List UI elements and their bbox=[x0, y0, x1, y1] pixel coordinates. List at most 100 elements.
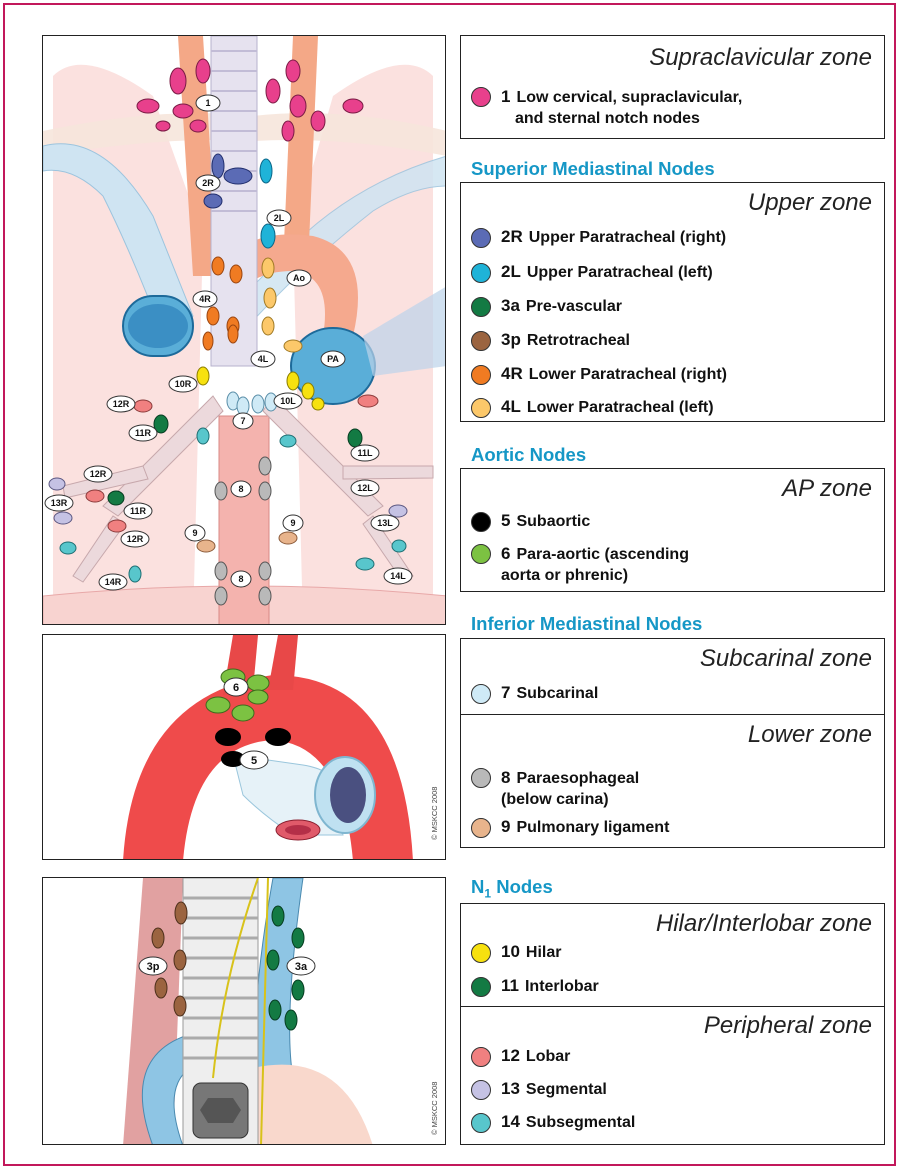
label-8b: 8 bbox=[231, 571, 251, 587]
zone-supraclavicular: Supraclavicular zone bbox=[461, 36, 884, 72]
legend-row-4l: 4LLower Paratracheal (left) bbox=[471, 397, 714, 418]
label-2r: 2R bbox=[196, 175, 220, 191]
bronchus-lumen-lateral bbox=[200, 1098, 241, 1123]
divider-n1 bbox=[461, 1006, 884, 1007]
label-13r: 13R bbox=[45, 495, 73, 511]
label-12r-a: 12R bbox=[107, 396, 135, 412]
heading-n1: N1 Nodes bbox=[471, 876, 553, 901]
node-4r-swatch bbox=[471, 365, 491, 385]
node-10-swatch bbox=[471, 943, 491, 963]
svg-text:10R: 10R bbox=[175, 379, 192, 389]
zone-ap: AP zone bbox=[461, 469, 884, 503]
label-14r: 14R bbox=[99, 574, 127, 590]
heart-lateral bbox=[253, 1065, 373, 1145]
svg-text:8: 8 bbox=[238, 574, 243, 584]
svg-text:3p: 3p bbox=[147, 961, 160, 973]
node-13-swatch bbox=[471, 1080, 491, 1100]
zone-lower: Lower zone bbox=[748, 721, 884, 749]
legend-row-6: 6Para-aortic (ascendingaorta or phrenic) bbox=[471, 543, 689, 586]
svg-text:12L: 12L bbox=[357, 483, 373, 493]
aortic-arch-diagram: 6 5 bbox=[43, 635, 446, 860]
zone-peripheral: Peripheral zone bbox=[704, 1012, 884, 1040]
svc-lumen bbox=[128, 304, 188, 348]
zone-subcarinal: Subcarinal zone bbox=[461, 639, 884, 673]
thorax-diagram: 1 2R 2L Ao 4R 4L PA 10R 10L 7 12R 11R 12… bbox=[43, 36, 446, 625]
label-11r-b: 11R bbox=[124, 503, 152, 519]
legend-row-5: 5Subaortic bbox=[471, 511, 590, 532]
svg-text:PA: PA bbox=[327, 354, 339, 364]
svg-text:2L: 2L bbox=[274, 213, 285, 223]
node-2l-swatch bbox=[471, 263, 491, 283]
legend-row-2r: 2RUpper Paratracheal (right) bbox=[471, 227, 726, 248]
node-1-swatch bbox=[471, 87, 491, 107]
label-1: 1 bbox=[196, 95, 220, 111]
svg-text:13R: 13R bbox=[51, 498, 68, 508]
label-12l: 12L bbox=[351, 480, 379, 496]
heading-aortic: Aortic Nodes bbox=[471, 444, 586, 466]
legend-row-3p: 3pRetrotracheal bbox=[471, 330, 630, 351]
node-9-swatch bbox=[471, 818, 491, 838]
label-7: 7 bbox=[233, 413, 253, 429]
node-7-swatch bbox=[471, 684, 491, 704]
svg-text:2R: 2R bbox=[202, 178, 214, 188]
svg-text:3a: 3a bbox=[295, 961, 308, 973]
label-4l: 4L bbox=[251, 351, 275, 367]
label-pa: PA bbox=[321, 351, 345, 367]
node-5-swatch bbox=[471, 512, 491, 532]
svg-text:11R: 11R bbox=[130, 506, 147, 516]
legend-row-1: 1Low cervical, supraclavicular,and stern… bbox=[471, 86, 742, 129]
node-14-swatch bbox=[471, 1113, 491, 1133]
node-8-swatch bbox=[471, 768, 491, 788]
label-9b: 9 bbox=[283, 515, 303, 531]
node-2l-group bbox=[260, 159, 275, 248]
label-2l: 2L bbox=[267, 210, 291, 226]
legend-row-13: 13Segmental bbox=[471, 1079, 607, 1100]
node-4l-swatch bbox=[471, 398, 491, 418]
node-2r-swatch bbox=[471, 228, 491, 248]
svg-text:10L: 10L bbox=[280, 396, 296, 406]
heading-superior: Superior Mediastinal Nodes bbox=[471, 158, 715, 180]
svg-text:12R: 12R bbox=[90, 469, 107, 479]
copyright-mid: © MSKCC 2008 bbox=[430, 787, 439, 840]
node-3a-swatch bbox=[471, 297, 491, 317]
thorax-diagram-panel: 1 2R 2L Ao 4R 4L PA 10R 10L 7 12R 11R 12… bbox=[42, 35, 446, 625]
heading-inferior: Inferior Mediastinal Nodes bbox=[471, 613, 702, 635]
node-12-swatch bbox=[471, 1047, 491, 1067]
svg-text:14R: 14R bbox=[105, 577, 122, 587]
node-6-swatch bbox=[471, 544, 491, 564]
svg-text:7: 7 bbox=[240, 416, 245, 426]
pulmonary-artery-lumen bbox=[330, 767, 366, 823]
label-11l: 11L bbox=[351, 445, 379, 461]
svg-text:6: 6 bbox=[233, 682, 239, 694]
label-6: 6 bbox=[224, 678, 248, 696]
zone-upper: Upper zone bbox=[461, 183, 884, 217]
label-10l: 10L bbox=[274, 393, 302, 409]
svg-text:11L: 11L bbox=[357, 448, 373, 458]
legend-supraclavicular: Supraclavicular zone 1Low cervical, supr… bbox=[460, 35, 885, 139]
lateral-view-diagram: 3p 3a bbox=[43, 878, 446, 1145]
copyright-bottom: © MSKCC 2008 bbox=[430, 1082, 439, 1135]
label-3p: 3p bbox=[139, 957, 167, 975]
label-5: 5 bbox=[240, 751, 268, 769]
label-13l: 13L bbox=[371, 515, 399, 531]
svg-text:14L: 14L bbox=[390, 571, 406, 581]
svg-text:12R: 12R bbox=[113, 399, 130, 409]
label-4r: 4R bbox=[193, 291, 217, 307]
node-11-swatch bbox=[471, 977, 491, 997]
svg-text:5: 5 bbox=[251, 755, 257, 767]
label-14l: 14L bbox=[384, 568, 412, 584]
node-3p-swatch bbox=[471, 331, 491, 351]
svg-text:Ao: Ao bbox=[293, 273, 305, 283]
divider-inferior bbox=[461, 714, 884, 715]
svg-text:4R: 4R bbox=[199, 294, 211, 304]
